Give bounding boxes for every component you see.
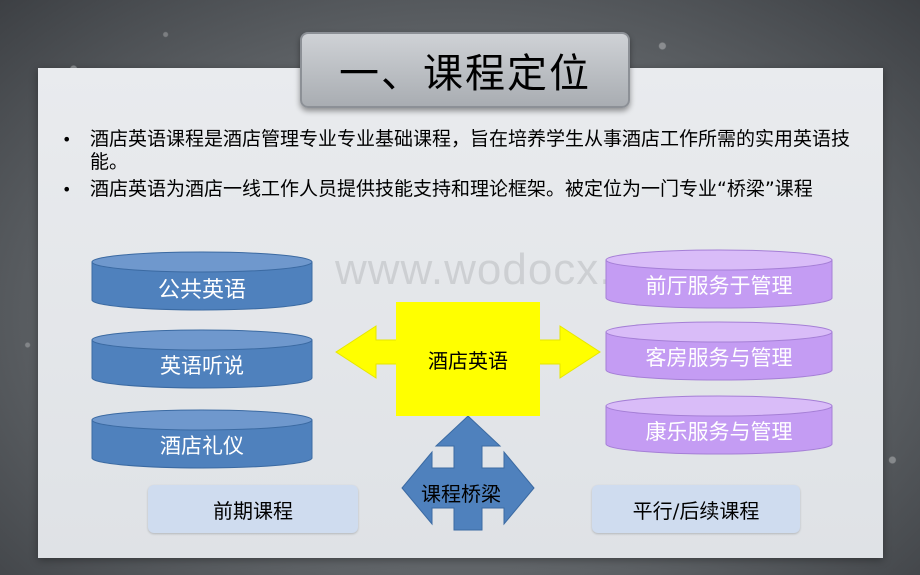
cylinder-shape (605, 395, 833, 455)
left-course-cylinder: 英语听说 (91, 329, 313, 392)
bridge-label: 课程桥梁 (421, 482, 501, 506)
course-label: 公共英语 (157, 278, 246, 303)
bullet-text: 酒店英语为酒店一线工作人员提供技能支持和理论框架。被定位为一门专业“桥梁”课程 (90, 178, 813, 200)
cylinder-shape (91, 329, 313, 389)
cylinder-shape (605, 321, 833, 381)
course-label: 英语听说 (160, 354, 244, 378)
course-label: 酒店礼仪 (160, 434, 244, 458)
cylinder-shape (605, 249, 833, 309)
bridge-arrow (401, 415, 535, 531)
bullet-text: 酒店英语课程是酒店管理专业专业基础课程，旨在培养学生从事酒店工作所需的实用英语技… (90, 128, 851, 173)
bullet-list: • 酒店英语课程是酒店管理专业专业基础课程，旨在培养学生从事酒店工作所需的实用英… (62, 128, 862, 205)
course-label: 前厅服务于管理 (645, 274, 793, 298)
left-course-cylinder: 酒店礼仪 (91, 409, 313, 472)
bullet-item: • 酒店英语为酒店一线工作人员提供技能支持和理论框架。被定位为一门专业“桥梁”课… (62, 178, 862, 201)
cylinder-shape (91, 251, 313, 311)
course-label: 康乐服务与管理 (645, 420, 793, 444)
bullet-item: • 酒店英语课程是酒店管理专业专业基础课程，旨在培养学生从事酒店工作所需的实用英… (62, 128, 862, 174)
right-course-cylinder: 前厅服务于管理 (605, 249, 833, 312)
right-course-cylinder: 康乐服务与管理 (605, 395, 833, 458)
parallel-courses-box: 平行/后续课程 (592, 485, 800, 533)
cylinder-shape (91, 409, 313, 469)
bullet-dot-icon: • (62, 180, 72, 199)
bullet-dot-icon: • (62, 130, 72, 149)
center-course-box: 酒店英语 (396, 302, 540, 416)
left-course-cylinder: 公共英语 (91, 251, 313, 314)
prior-courses-box: 前期课程 (148, 485, 358, 533)
right-course-cylinder: 客房服务与管理 (605, 321, 833, 384)
course-label: 客房服务与管理 (645, 346, 793, 370)
slide-title: 一、课程定位 (300, 32, 630, 108)
